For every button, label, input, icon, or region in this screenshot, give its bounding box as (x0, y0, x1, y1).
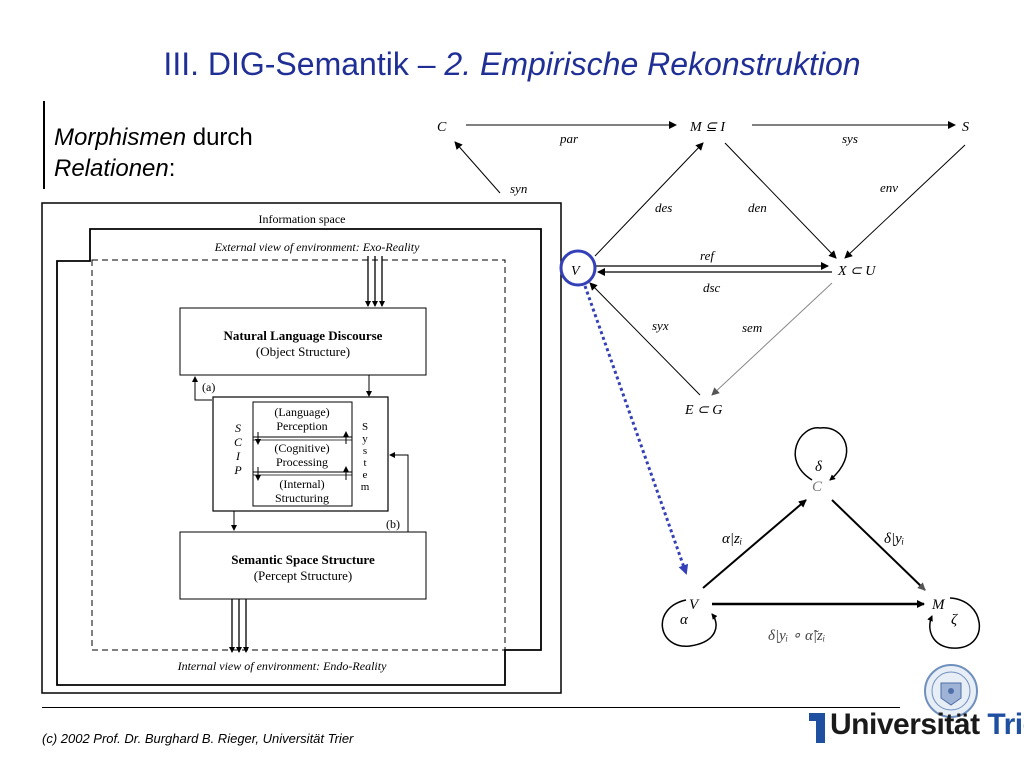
top-diagram: C M ⊆ I S par sys syn env des den V X ⊂ … (437, 120, 969, 575)
node-V: V (571, 264, 581, 279)
system-y: y (362, 433, 368, 445)
label-den: den (748, 200, 767, 215)
dashed-reality-frame (91, 259, 506, 651)
system-letters: S y s t e m (361, 421, 370, 493)
intro-word-morphismen: Morphismen (54, 124, 187, 151)
loop-zeta (927, 597, 981, 649)
cog-2: Processing (276, 455, 328, 469)
highlight-circle-V (559, 249, 597, 287)
edge-alpha-z (702, 499, 807, 589)
label-b: (b) (386, 517, 400, 531)
sss-box (179, 531, 427, 600)
left-diagram: Information space External view of envir… (41, 202, 562, 694)
label-delta: δ (815, 459, 823, 475)
bottom-diagram: δ C α|zᵢ δ|yᵢ V M δ|yᵢ ∘ α̃|zᵢ α ζ (661, 427, 981, 649)
cog-1: (Cognitive) (274, 441, 329, 455)
intro-bar (43, 101, 45, 189)
edge-syn (454, 141, 501, 194)
loop-alpha (661, 599, 718, 647)
label-alpha-z: α|zᵢ (722, 531, 742, 547)
info-space-label: Information space (259, 212, 346, 226)
footer-rule (42, 707, 900, 708)
int-2: Structuring (275, 491, 329, 505)
inner-process-box (252, 401, 353, 507)
scip-p: P (233, 463, 242, 477)
highlight-arrow (583, 285, 689, 575)
label-des: des (655, 200, 672, 215)
scip-s: S (235, 421, 241, 435)
endo-label: Internal view of environment: Endo-Reali… (177, 659, 388, 673)
label-zeta: ζ (951, 612, 958, 628)
slide-title: III. DIG-Semantik – 2. Empirische Rekons… (0, 46, 1024, 83)
node-M: M ⊆ I (689, 120, 726, 135)
footer-copyright: (c) 2002 Prof. Dr. Burghard B. Rieger, U… (42, 731, 354, 746)
edge-env (844, 144, 966, 259)
logo-word-trier: Trier (987, 708, 1024, 741)
title-italic: 2. Empirische Rekonstruktion (444, 46, 861, 82)
scip-to-nld-arrow (192, 376, 212, 401)
node-C-bottom: C (812, 479, 823, 495)
node-X: X ⊂ U (837, 264, 876, 279)
edge-sem (711, 282, 833, 396)
university-seal (924, 664, 978, 718)
sss-to-scip-arrow (389, 452, 409, 532)
intro-word-relationen: Relationen (54, 155, 169, 182)
intro-text: Morphismen durch Relationen: (54, 122, 253, 184)
label-sys: sys (842, 131, 858, 146)
label-a: (a) (202, 380, 215, 394)
system-e: e (363, 469, 368, 481)
sss-title: Semantic Space Structure (231, 552, 375, 567)
label-syx: syx (652, 318, 669, 333)
loop-delta (794, 427, 848, 481)
system-s: S (362, 421, 368, 433)
label-delta-y: δ|yᵢ (884, 531, 904, 547)
label-ref: ref (700, 248, 716, 263)
nld-box (179, 307, 427, 376)
node-E: E ⊂ G (684, 403, 722, 418)
edge-syx (589, 282, 701, 396)
scip-letters: S C I P (233, 421, 243, 477)
scip-i: I (235, 449, 241, 463)
edge-den (724, 142, 837, 259)
intro-word-durch: durch (186, 124, 253, 151)
scip-c: C (234, 435, 243, 449)
outer-frame (41, 202, 562, 694)
int-1: (Internal) (279, 477, 324, 491)
label-env: env (880, 180, 898, 195)
info-space-frame (56, 228, 542, 686)
university-logo-mark (809, 713, 825, 743)
lang-1: (Language) (274, 405, 329, 419)
node-C: C (437, 120, 447, 135)
edge-delta-y (831, 499, 926, 591)
label-sem: sem (742, 320, 762, 335)
exo-label: External view of environment: Exo-Realit… (214, 240, 420, 254)
logo-word-universitaet: Universität (830, 708, 980, 741)
label-composite: δ|yᵢ ∘ α̃|zᵢ (768, 628, 825, 644)
label-par: par (559, 131, 579, 146)
node-V-bottom: V (689, 597, 700, 613)
intro-colon: : (168, 155, 176, 182)
node-S: S (962, 120, 969, 135)
system-t: t (363, 457, 366, 469)
system-s2: s (363, 445, 367, 457)
nld-title: Natural Language Discourse (224, 328, 383, 343)
system-m: m (361, 481, 370, 493)
title-main: III. DIG-Semantik – (163, 46, 445, 82)
sss-sub: (Percept Structure) (254, 568, 353, 583)
label-alpha: α (680, 612, 689, 628)
edge-des (594, 142, 704, 257)
label-dsc: dsc (703, 280, 721, 295)
university-logo-text: Universität Trier (830, 708, 1024, 742)
nld-sub: (Object Structure) (256, 344, 350, 359)
lang-2: Perception (276, 419, 327, 433)
label-syn: syn (510, 181, 527, 196)
node-M-bottom: M (931, 597, 946, 613)
